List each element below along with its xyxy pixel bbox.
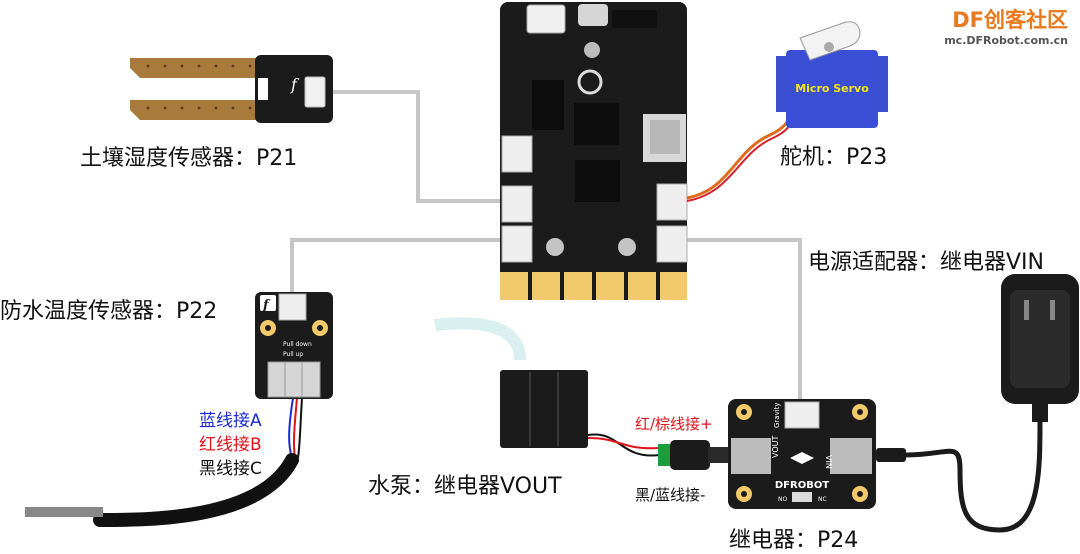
brand-url: mc.DFRobot.com.cn — [944, 34, 1068, 47]
power-adapter-label: 电源适配器：继电器VIN — [808, 250, 1044, 275]
brand-watermark: DF创客社区 mc.DFRobot.com.cn — [944, 4, 1068, 47]
soil-sensor-wire — [322, 90, 505, 203]
blue-wire-label: 蓝线接A — [199, 411, 262, 431]
dc-jack-adapter — [658, 440, 730, 470]
positive-wire-label: 红/棕线接+ — [635, 415, 713, 433]
pull-up-label: Pull up — [283, 351, 303, 358]
black-wire-label: 黑线接C — [199, 459, 262, 479]
pump-label: 水泵：继电器VOUT — [368, 474, 562, 499]
temp-sensor-wire — [290, 238, 505, 300]
svg-text:f: f — [262, 298, 271, 313]
water-pump — [434, 317, 661, 457]
servo-name: Micro Servo — [795, 82, 869, 95]
controller-board — [500, 2, 688, 300]
brand-name: DF创客社区 — [952, 8, 1068, 32]
soil-moisture-sensor: f — [130, 55, 333, 123]
relay-signal-wire — [680, 238, 802, 400]
vout-label: VOUT — [771, 436, 780, 458]
nc-label: NC — [818, 496, 827, 503]
dfrobot-label: DFROBOT — [775, 480, 829, 491]
vin-label: VIN — [824, 455, 833, 469]
servo-label: 舵机：P23 — [780, 145, 888, 170]
power-adapter — [876, 274, 1079, 533]
soil-sensor-label: 土壤湿度传感器：P21 — [80, 146, 298, 171]
temp-sensor-module: f Pull down Pull up — [25, 292, 333, 527]
no-label: NO — [778, 496, 787, 503]
temp-sensor-label: 防水温度传感器：P22 — [0, 299, 218, 324]
red-wire-label: 红线接B — [199, 435, 262, 455]
gravity-label: Gravity — [773, 402, 781, 428]
pull-down-label: Pull down — [283, 341, 312, 348]
negative-wire-label: 黑/蓝线接- — [635, 486, 706, 504]
micro-servo: Micro Servo — [686, 21, 888, 202]
relay-module: DFROBOT VOUT VIN Gravity NO NC — [728, 399, 876, 509]
svg-text:f: f — [290, 75, 300, 94]
gray-wires — [290, 90, 802, 400]
relay-label: 继电器：P24 — [729, 528, 859, 553]
